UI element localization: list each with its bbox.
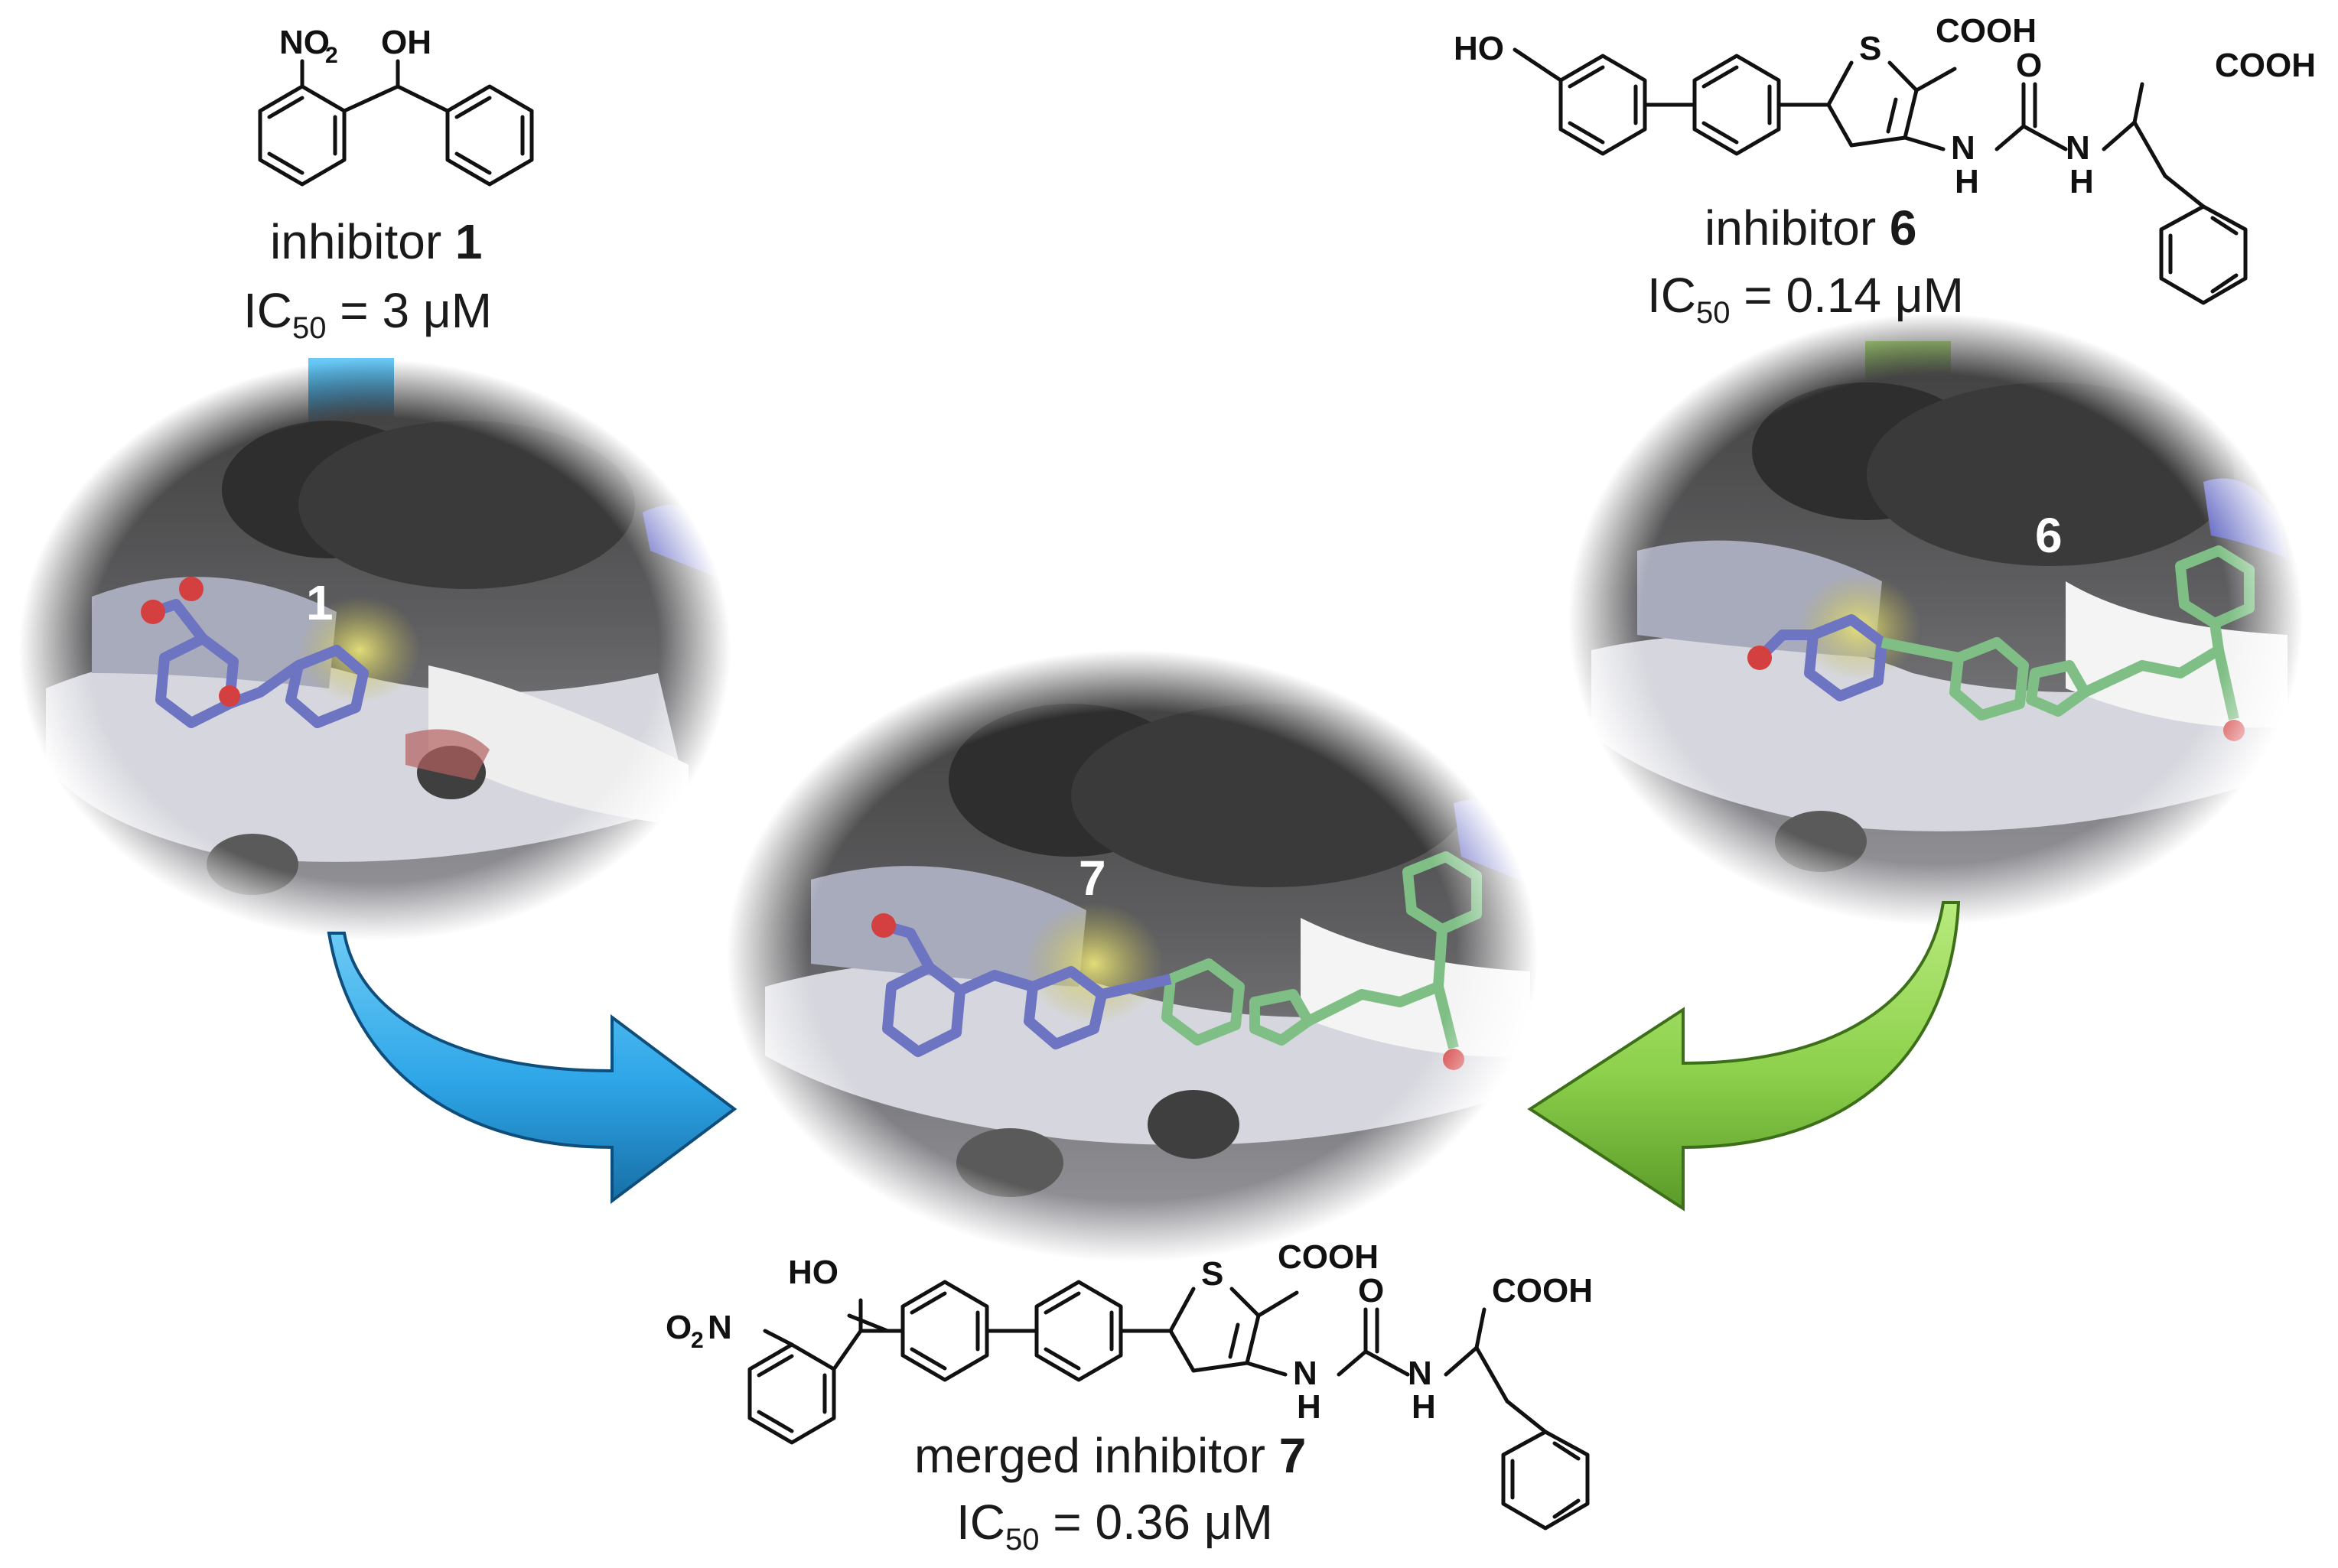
atom-acid-1: COOH — [1278, 1238, 1379, 1276]
atom-acid-1: COOH — [1936, 12, 2037, 50]
ic50-inhibitor-1-sub: 50 — [292, 311, 327, 345]
site-label-1: 1 — [306, 575, 334, 630]
caption-inhibitor-6-prefix: inhibitor — [1705, 200, 1890, 255]
binding-pocket-inhibitor-7: 7 — [727, 650, 1538, 1262]
ligand-inhibitor-7 — [882, 851, 1482, 1057]
atom-oxygen: O — [2016, 47, 2042, 84]
caption-inhibitor-7-prefix: merged inhibitor — [914, 1428, 1279, 1483]
binding-pocket-inhibitor-1: 1 — [19, 359, 731, 941]
atom-nitro: O — [666, 1309, 692, 1346]
caption-inhibitor-7-number: 7 — [1279, 1428, 1307, 1483]
atom-nitro-subscript: 2 — [691, 1328, 704, 1353]
atom-nitro-n: N — [708, 1309, 732, 1346]
atom-hydroxyl: OH — [381, 24, 431, 61]
atom-hydroxyl: HO — [1454, 30, 1504, 67]
caption-inhibitor-1-number: 1 — [455, 214, 483, 269]
ic50-inhibitor-1-value: = 3 μM — [327, 283, 493, 338]
ligand-inhibitor-6 — [1756, 545, 2255, 721]
caption-inhibitor-7: merged inhibitor 7 — [914, 1428, 1306, 1483]
binding-pocket-inhibitor-6: 6 — [1568, 314, 2303, 926]
caption-inhibitor-6-number: 6 — [1890, 200, 1917, 255]
ic50-inhibitor-6-sub: 50 — [1696, 296, 1731, 330]
ic50-inhibitor-6-value: = 0.14 μM — [1731, 268, 1964, 323]
ic50-inhibitor-7-value: = 0.36 μM — [1040, 1495, 1273, 1550]
caption-inhibitor-6: inhibitor 6 — [1705, 200, 1917, 255]
structure-inhibitor-7: O 2 N HO S COOH O COOH N H N H — [666, 1238, 1593, 1531]
ic50-inhibitor-6-prefix: IC — [1647, 268, 1696, 323]
atom-h-1: H — [1297, 1388, 1321, 1426]
site-label-7: 7 — [1079, 851, 1106, 906]
site-label-6: 6 — [2035, 508, 2063, 563]
caption-inhibitor-1-prefix: inhibitor — [270, 214, 455, 269]
atom-nh-2: N — [2066, 129, 2090, 167]
atom-h-2: H — [2069, 163, 2094, 200]
atom-nh-2: N — [1408, 1355, 1432, 1392]
atom-nh-1: N — [1293, 1355, 1317, 1392]
structure-inhibitor-1: NO 2 OH — [258, 24, 534, 187]
atom-sulfur: S — [1859, 30, 1881, 67]
ic50-inhibitor-7-prefix: IC — [956, 1495, 1005, 1550]
atom-hydroxyl: HO — [788, 1254, 838, 1291]
ic50-inhibitor-1: IC50 = 3 μM — [243, 283, 492, 345]
ic50-inhibitor-1-prefix: IC — [243, 283, 292, 338]
ic50-inhibitor-6: IC50 = 0.14 μM — [1647, 268, 1964, 330]
atom-h-2: H — [1412, 1388, 1436, 1426]
ic50-inhibitor-7: IC50 = 0.36 μM — [956, 1495, 1273, 1557]
ic50-inhibitor-7-sub: 50 — [1005, 1523, 1040, 1557]
blue-merge-arrow — [327, 932, 738, 1204]
atom-acid-2: COOH — [1492, 1272, 1593, 1309]
atom-nh-1: N — [1951, 129, 1975, 167]
structure-inhibitor-6: HO S COOH O COOH N H N H — [1454, 12, 2316, 305]
atom-nitro: NO — [279, 24, 330, 61]
atom-nitro-subscript: 2 — [325, 43, 338, 68]
atom-oxygen: O — [1358, 1272, 1384, 1309]
atom-acid-2: COOH — [2215, 47, 2316, 84]
atom-h-1: H — [1955, 163, 1979, 200]
atom-sulfur: S — [1201, 1255, 1223, 1293]
caption-inhibitor-1: inhibitor 1 — [270, 214, 483, 269]
green-merge-arrow — [1527, 901, 1961, 1212]
